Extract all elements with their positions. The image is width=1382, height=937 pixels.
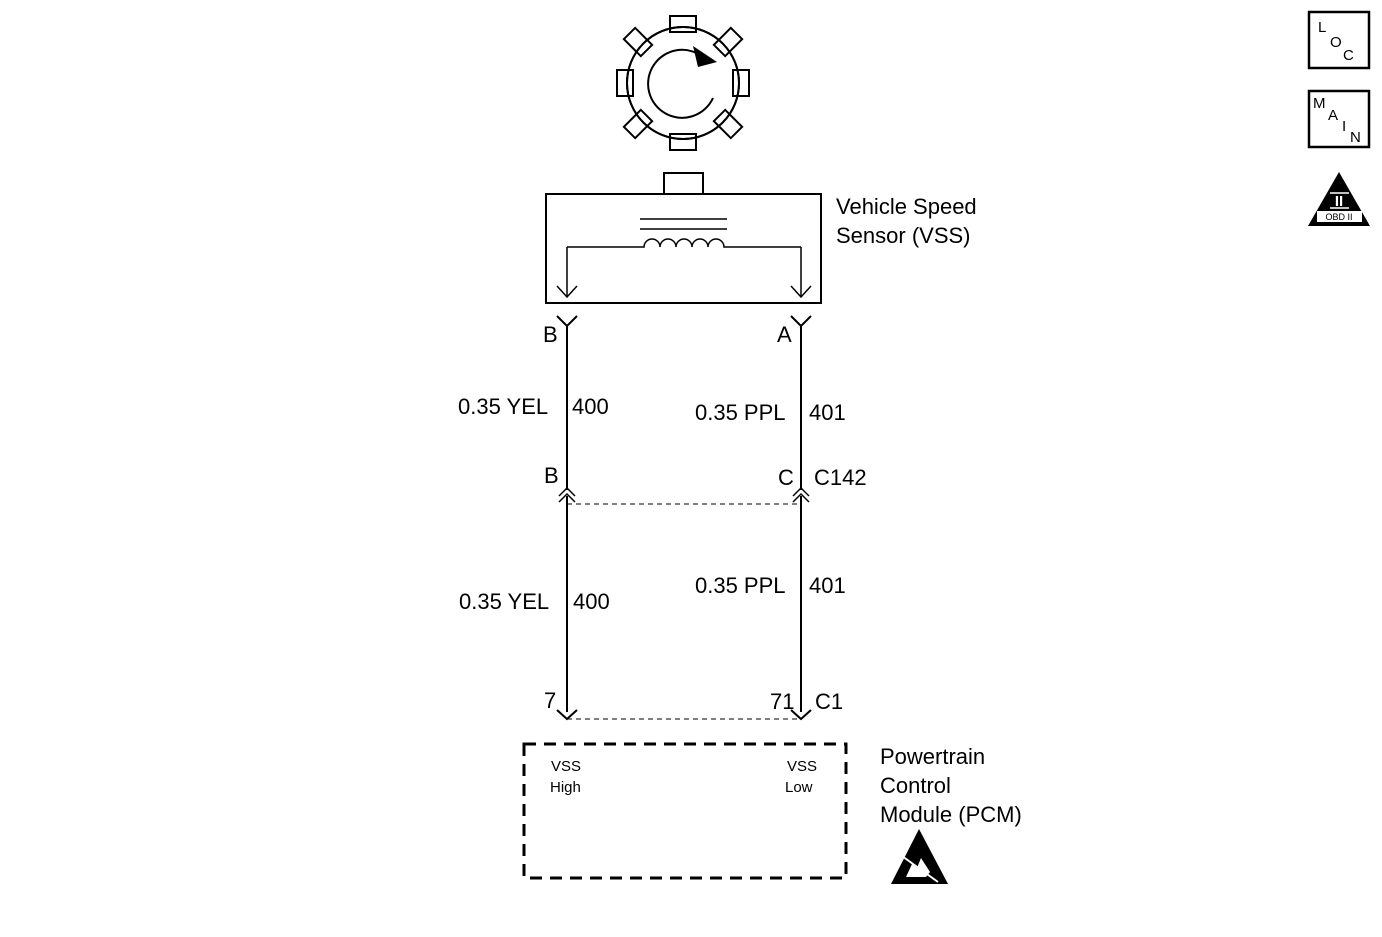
pcm-vss-high-line1: VSS (551, 758, 581, 775)
c142-name: C142 (814, 465, 867, 490)
sensor-title-line1: Vehicle Speed (836, 194, 977, 219)
obd-label: OBD II (1325, 212, 1352, 222)
sensor-title-line2: Sensor (VSS) (836, 223, 971, 248)
c1-pin-71: 71 (770, 689, 794, 714)
esd-warning-icon (891, 829, 948, 884)
wire-400-upper-label: 0.35 YEL (458, 394, 548, 419)
reluctor-wheel-icon (616, 15, 750, 151)
sensor-pin-a: A (777, 322, 792, 347)
wire-400-upper-circuit: 400 (572, 394, 609, 419)
c1-name: C1 (815, 689, 843, 714)
c1-connector (556, 709, 812, 721)
wire-401-upper-label: 0.35 PPL (695, 400, 786, 425)
wire-401-lower-label: 0.35 PPL (695, 573, 786, 598)
pcm-vss-high-line2: High (550, 779, 581, 796)
main-icon[interactable]: M A I N (1307, 89, 1371, 149)
obd-ii-icon[interactable]: II OBD II (1308, 172, 1370, 226)
c142-connector (558, 486, 810, 505)
wire-400-lower-circuit: 400 (573, 589, 610, 614)
pcm-box (522, 742, 848, 880)
c142-pin-b: B (544, 463, 559, 488)
main-letter-2: A (1328, 107, 1338, 124)
c142-pin-c: C (778, 465, 794, 490)
sensor-connector-terminals (556, 315, 812, 328)
main-letter-4: N (1350, 129, 1361, 146)
pcm-title-line1: Powertrain (880, 744, 985, 769)
main-letter-1: M (1313, 95, 1326, 112)
wire-401-lower-circuit: 401 (809, 573, 846, 598)
pcm-title-line2: Control (880, 773, 951, 798)
sensor-pin-b: B (543, 322, 558, 347)
c1-pin-7: 7 (544, 688, 556, 713)
loc-icon[interactable]: L O C (1307, 10, 1371, 70)
loc-letter-2: O (1330, 34, 1342, 51)
obd-roman: II (1335, 193, 1343, 210)
main-letter-3: I (1342, 118, 1346, 135)
wire-401-upper-circuit: 401 (809, 400, 846, 425)
pcm-vss-low-line1: VSS (787, 758, 817, 775)
loc-letter-1: L (1318, 19, 1326, 36)
pcm-title-line3: Module (PCM) (880, 802, 1022, 827)
loc-letter-3: C (1343, 47, 1354, 64)
pcm-vss-low-line2: Low (785, 779, 813, 796)
vehicle-speed-sensor (545, 172, 822, 304)
wire-400-lower-label: 0.35 YEL (459, 589, 549, 614)
